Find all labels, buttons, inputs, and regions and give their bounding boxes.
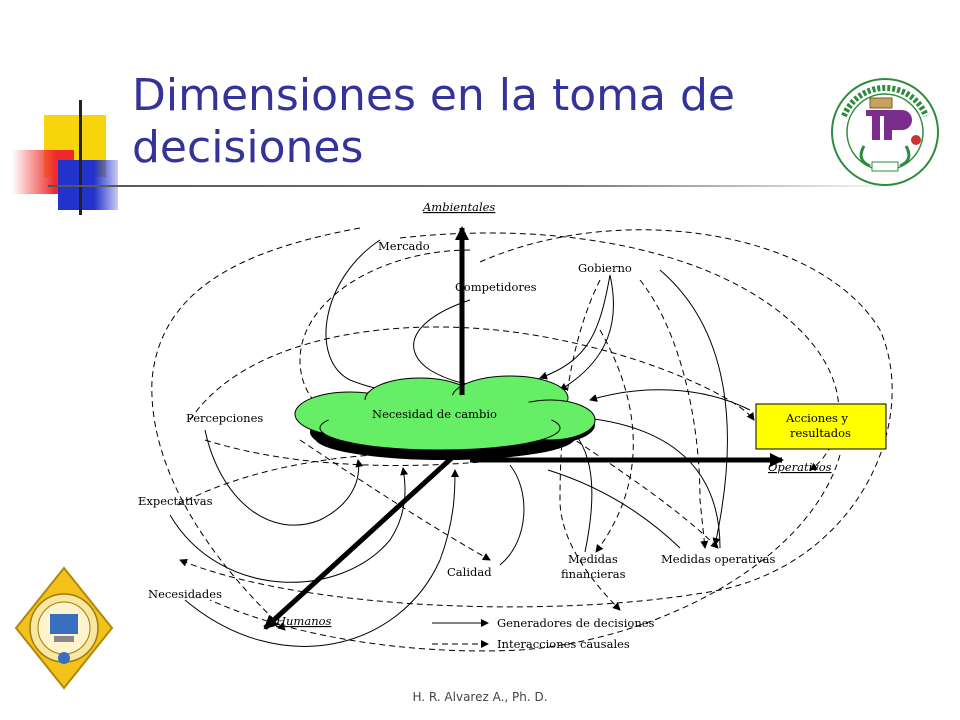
axis-label-humanos: Humanos bbox=[275, 614, 332, 628]
result-box-line-2: resultados bbox=[790, 426, 851, 440]
slide-title: Dimensiones en la toma de decisiones bbox=[132, 70, 782, 174]
node-mercado: Mercado bbox=[378, 239, 430, 253]
axis-humanos-arrow bbox=[263, 453, 457, 630]
node-necesidades: Necesidades bbox=[148, 587, 222, 601]
legend-dashed-label: Interacciones causales bbox=[497, 637, 630, 651]
main-axes bbox=[263, 226, 784, 630]
node-medidas-operativas: Medidas operativas bbox=[661, 552, 775, 566]
decor-vertical-line bbox=[79, 100, 82, 215]
node-medidas-financieras-2: financieras bbox=[561, 567, 626, 581]
node-calidad: Calidad bbox=[447, 565, 492, 579]
result-box-line-1: Acciones y bbox=[785, 411, 849, 425]
node-gobierno: Gobierno bbox=[578, 261, 632, 275]
node-expectativas: Expectativas bbox=[138, 494, 213, 508]
faculty-logo bbox=[14, 566, 114, 690]
node-medidas-financieras-1: Medidas bbox=[568, 552, 618, 566]
legend-solid-label: Generadores de decisiones bbox=[497, 616, 655, 630]
university-seal-logo bbox=[831, 78, 939, 186]
result-box bbox=[755, 403, 887, 450]
title-underline bbox=[48, 185, 908, 187]
node-percepciones: Percepciones bbox=[186, 411, 263, 425]
legend: Generadores de decisiones Interacciones … bbox=[432, 616, 655, 651]
node-necesidad-de-cambio: Necesidad de cambio bbox=[372, 407, 497, 421]
slide-footer: H. R. Alvarez A., Ph. D. bbox=[412, 690, 548, 704]
node-competidores: Competidores bbox=[455, 280, 537, 294]
title-line-1: Dimensiones en la toma de bbox=[132, 70, 735, 121]
cloud-necesidad-de-cambio bbox=[294, 375, 596, 451]
axis-label-ambientales: Ambientales bbox=[422, 200, 495, 214]
axis-label-operativos: Operativos bbox=[768, 460, 832, 474]
title-line-2: decisiones bbox=[132, 122, 364, 173]
